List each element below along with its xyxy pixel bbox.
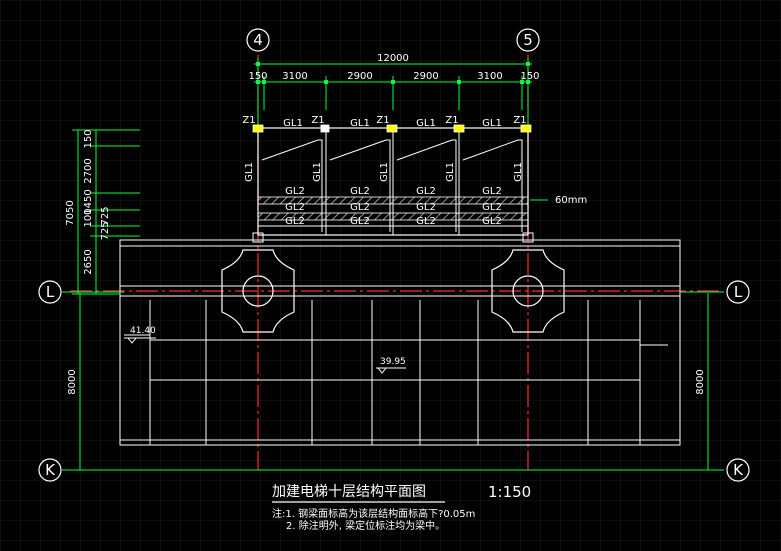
axis-bubble-L-right bbox=[726, 280, 750, 304]
left-8000-text: 8000 bbox=[67, 369, 78, 394]
member-gl1-label: GL1 bbox=[350, 118, 370, 129]
axis-label-K: K bbox=[733, 461, 744, 479]
left-part-text: 1450 bbox=[83, 189, 94, 214]
dimension-texts: 12000 150 3100 2900 2900 3100 150 60mm bbox=[248, 53, 587, 206]
member-gl2-label: GL2 bbox=[285, 216, 305, 227]
axis-bubble-K-right bbox=[726, 458, 750, 482]
axis-label-4: 4 bbox=[253, 31, 263, 49]
axis-bubble-5 bbox=[516, 28, 540, 52]
member-labels: Z1 Z1 Z1 Z1 Z1 GL1 GL1 GL1 GL1 GL2 GL2 G… bbox=[242, 115, 526, 227]
member-z1-label: Z1 bbox=[445, 115, 458, 126]
axis-label-L: L bbox=[46, 283, 55, 301]
axis-bubbles bbox=[38, 28, 750, 482]
axis-bubble-L-left bbox=[38, 280, 62, 304]
member-gl2-label: GL2 bbox=[482, 186, 502, 197]
axis-bubble-4 bbox=[246, 28, 270, 52]
title-block: 加建电梯十层结构平面图 1:150 注:1. 钢梁面标高为该层结构面标高下?0.… bbox=[272, 483, 531, 532]
left-part-text: 2650 bbox=[83, 249, 94, 274]
drawing-scale: 1:150 bbox=[488, 483, 531, 501]
member-gl2-label: GL2 bbox=[285, 186, 305, 197]
column-z1 bbox=[453, 124, 465, 133]
column-ring-5L bbox=[512, 275, 544, 307]
member-gl1-label: GL1 bbox=[445, 162, 456, 182]
member-gl2-label: GL2 bbox=[482, 216, 502, 227]
elevation-center: 39.95 bbox=[380, 357, 406, 367]
elevation-left: 41.40 bbox=[130, 326, 156, 336]
member-gl1-label: GL1 bbox=[379, 162, 390, 182]
member-gl2-label: GL2 bbox=[350, 202, 370, 213]
member-gl1-label: GL1 bbox=[283, 118, 303, 129]
drawing-title: 加建电梯十层结构平面图 bbox=[272, 484, 426, 500]
overall-width-text: 12000 bbox=[377, 53, 409, 64]
member-gl1-label: GL1 bbox=[513, 162, 524, 182]
member-gl2-label: GL2 bbox=[416, 202, 436, 213]
member-z1-label: Z1 bbox=[513, 115, 526, 126]
left-part-text: 725 bbox=[100, 221, 111, 240]
member-gl2-label: GL2 bbox=[350, 186, 370, 197]
member-gl2-label: GL2 bbox=[482, 202, 502, 213]
member-gl2-label: GL2 bbox=[285, 202, 305, 213]
left-part-text: 100 bbox=[83, 208, 94, 227]
column-z1 bbox=[320, 124, 330, 133]
shaft-outline bbox=[119, 239, 681, 446]
column-ring-4L bbox=[242, 275, 274, 307]
member-gl1-label: GL1 bbox=[244, 162, 255, 182]
column-rings bbox=[221, 249, 565, 333]
axis-label-5: 5 bbox=[523, 31, 533, 49]
segment-text: 2900 bbox=[347, 71, 372, 82]
axis-labels: 4 5 L L K K bbox=[45, 31, 744, 479]
vertical-dimension-texts: 7050 150 2700 1450 100 725 725 2650 8000… bbox=[65, 129, 706, 394]
segment-text: 2900 bbox=[413, 71, 438, 82]
segment-text: 3100 bbox=[477, 71, 502, 82]
segment-text: 3100 bbox=[282, 71, 307, 82]
gl2-hatched-band bbox=[257, 196, 529, 205]
axis-bubble-K-left bbox=[38, 458, 62, 482]
right-8000-text: 8000 bbox=[695, 369, 706, 394]
left-part-text: 2700 bbox=[83, 158, 94, 183]
offset-label: 60mm bbox=[555, 195, 587, 206]
elevation-marks: 41.40 39.95 bbox=[124, 326, 406, 374]
note-line-1: 注:1. 钢梁面标高为该层结构面标高下?0.05m bbox=[272, 507, 475, 520]
dimension-lines bbox=[62, 58, 724, 471]
left-total-text: 7050 bbox=[65, 200, 76, 225]
column-z1 bbox=[520, 124, 532, 133]
building-plan bbox=[119, 239, 681, 446]
segment-text: 150 bbox=[520, 71, 539, 82]
member-gl1-label: GL1 bbox=[312, 162, 323, 182]
segment-text: 150 bbox=[248, 71, 267, 82]
steel-frame bbox=[252, 124, 534, 243]
member-gl2-label: GL2 bbox=[350, 216, 370, 227]
member-z1-label: Z1 bbox=[376, 115, 389, 126]
member-gl2-label: GL2 bbox=[416, 216, 436, 227]
left-part-text: 150 bbox=[83, 129, 94, 148]
member-z1-label: Z1 bbox=[242, 115, 255, 126]
member-gl1-label: GL1 bbox=[482, 118, 502, 129]
column-z1 bbox=[252, 124, 264, 133]
axis-label-L: L bbox=[734, 283, 743, 301]
note-line-2: 2. 除注明外, 梁定位标注均为梁中。 bbox=[286, 519, 445, 532]
z1-columns bbox=[252, 124, 532, 133]
dimension-ticks bbox=[256, 62, 530, 84]
member-gl2-label: GL2 bbox=[416, 186, 436, 197]
member-gl1-label: GL1 bbox=[416, 118, 436, 129]
member-z1-label: Z1 bbox=[311, 115, 324, 126]
column-z1 bbox=[386, 124, 398, 133]
left-part-text: 725 bbox=[100, 206, 111, 225]
axis-label-K: K bbox=[45, 461, 56, 479]
